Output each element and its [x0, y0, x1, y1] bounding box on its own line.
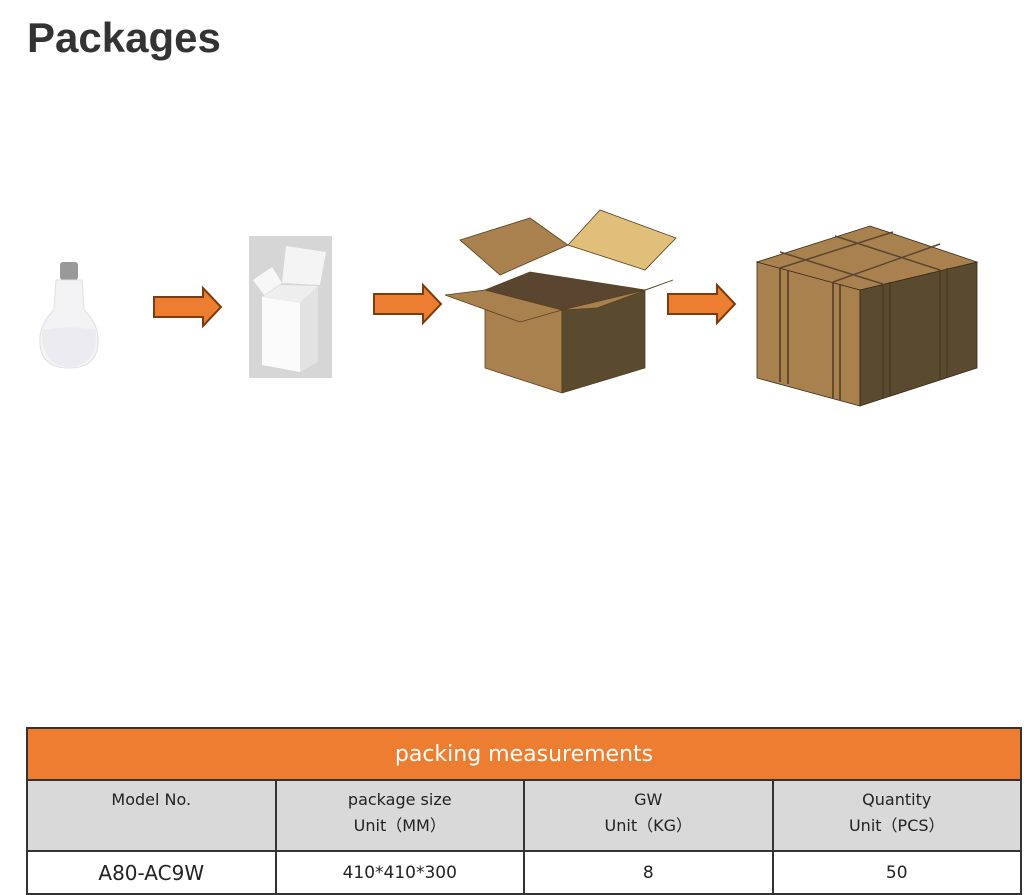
- light-bulb-icon: [39, 262, 99, 369]
- packing-table: packing measurements Model No. package s…: [26, 727, 1022, 895]
- open-carton-icon: [444, 209, 677, 394]
- page-title: Packages: [27, 14, 221, 61]
- cell-gw: 8: [523, 850, 774, 895]
- header-label: package size: [347, 790, 452, 809]
- header-label: Quantity: [862, 790, 932, 809]
- cell-model: A80-AC9W: [26, 850, 277, 895]
- header-unit: Unit（PCS）: [848, 816, 945, 835]
- header-label: Model No.: [111, 790, 192, 809]
- header-unit: Unit（KG）: [604, 816, 692, 835]
- arrow-icon: [153, 285, 223, 329]
- header-unit: Unit（MM）: [353, 816, 446, 835]
- white-box-icon: [249, 236, 332, 378]
- cell-quantity: 50: [771, 850, 1022, 895]
- table-row: A80-AC9W 410*410*300 8 50: [26, 850, 1022, 895]
- cell-package-size: 410*410*300: [274, 850, 525, 895]
- header-gw: GW Unit（KG）: [523, 779, 774, 852]
- table-caption: packing measurements: [26, 727, 1022, 781]
- arrow-icon: [373, 282, 443, 326]
- header-label: GW: [634, 790, 663, 809]
- sealed-carton-icon: [755, 225, 979, 407]
- header-model: Model No.: [26, 779, 277, 852]
- arrow-icon: [667, 282, 737, 326]
- packaging-illustration: [39, 209, 979, 407]
